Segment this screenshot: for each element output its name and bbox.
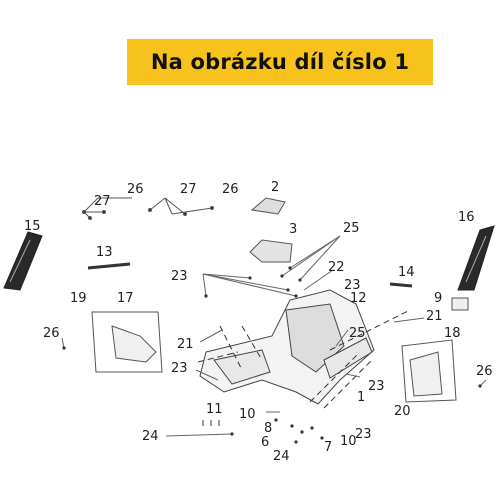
callout-3: 3: [289, 222, 297, 237]
box-part-3: [249, 239, 293, 263]
callout-26: 26: [476, 364, 493, 379]
callout-26: 26: [222, 182, 239, 197]
callout-16: 16: [458, 210, 475, 225]
callout-23: 23: [344, 278, 361, 293]
inner-cover-left-17: [91, 311, 163, 373]
callout-10: 10: [239, 407, 256, 422]
bracket-part-2: [250, 197, 286, 215]
bolt-set-27-left: [82, 197, 132, 220]
plate-part-9: [451, 297, 469, 311]
callout-13: 13: [96, 245, 113, 260]
callout-24: 24: [142, 429, 159, 444]
part-number-banner: Na obrázku díl číslo 1: [127, 39, 433, 85]
callout-23: 23: [171, 269, 188, 284]
callout-23: 23: [355, 427, 372, 442]
callout-20: 20: [394, 404, 411, 419]
inner-cover-right-18: [401, 339, 457, 403]
callout-1: 1: [357, 390, 365, 405]
callout-23: 23: [171, 361, 188, 376]
leader-lines: [61, 235, 487, 437]
callout-25: 25: [343, 221, 360, 236]
callout-24: 24: [273, 449, 290, 464]
callout-26: 26: [43, 326, 60, 341]
callout-22: 22: [328, 260, 345, 275]
assembly-guide-lines: [197, 309, 411, 409]
trim-strip-14: [389, 282, 413, 288]
callout-25: 25: [349, 326, 366, 341]
callout-21: 21: [426, 309, 443, 324]
fastener-dots: [62, 266, 482, 444]
callout-19: 19: [70, 291, 87, 306]
callout-27: 27: [180, 182, 197, 197]
trim-strip-13: [87, 262, 131, 270]
callout-23: 23: [368, 379, 385, 394]
callout-26: 26: [127, 182, 144, 197]
callout-17: 17: [117, 291, 134, 306]
side-cover-left-part: [3, 231, 43, 291]
callout-15: 15: [24, 219, 41, 234]
callout-14: 14: [398, 265, 415, 280]
callout-12: 12: [350, 291, 367, 306]
callout-11: 11: [206, 402, 223, 417]
callout-10: 10: [340, 434, 357, 449]
callout-2: 2: [271, 180, 279, 195]
banner-text: Na obrázku díl číslo 1: [150, 50, 410, 74]
callout-21: 21: [177, 337, 194, 352]
callout-27: 27: [94, 194, 111, 209]
floor-panel-main-part: [199, 289, 375, 405]
callout-6: 6: [261, 435, 269, 450]
callout-7: 7: [324, 440, 332, 455]
callout-labels: 2 3 26 27 27 26 15 16 25 13 23 22 14 23 …: [24, 180, 493, 464]
callout-8: 8: [264, 421, 272, 436]
bolt-set-27-right: [148, 197, 214, 216]
callout-18: 18: [444, 326, 461, 341]
callout-9: 9: [434, 291, 442, 306]
clips-part-11: [202, 420, 220, 426]
side-cover-right-part: [457, 225, 495, 291]
